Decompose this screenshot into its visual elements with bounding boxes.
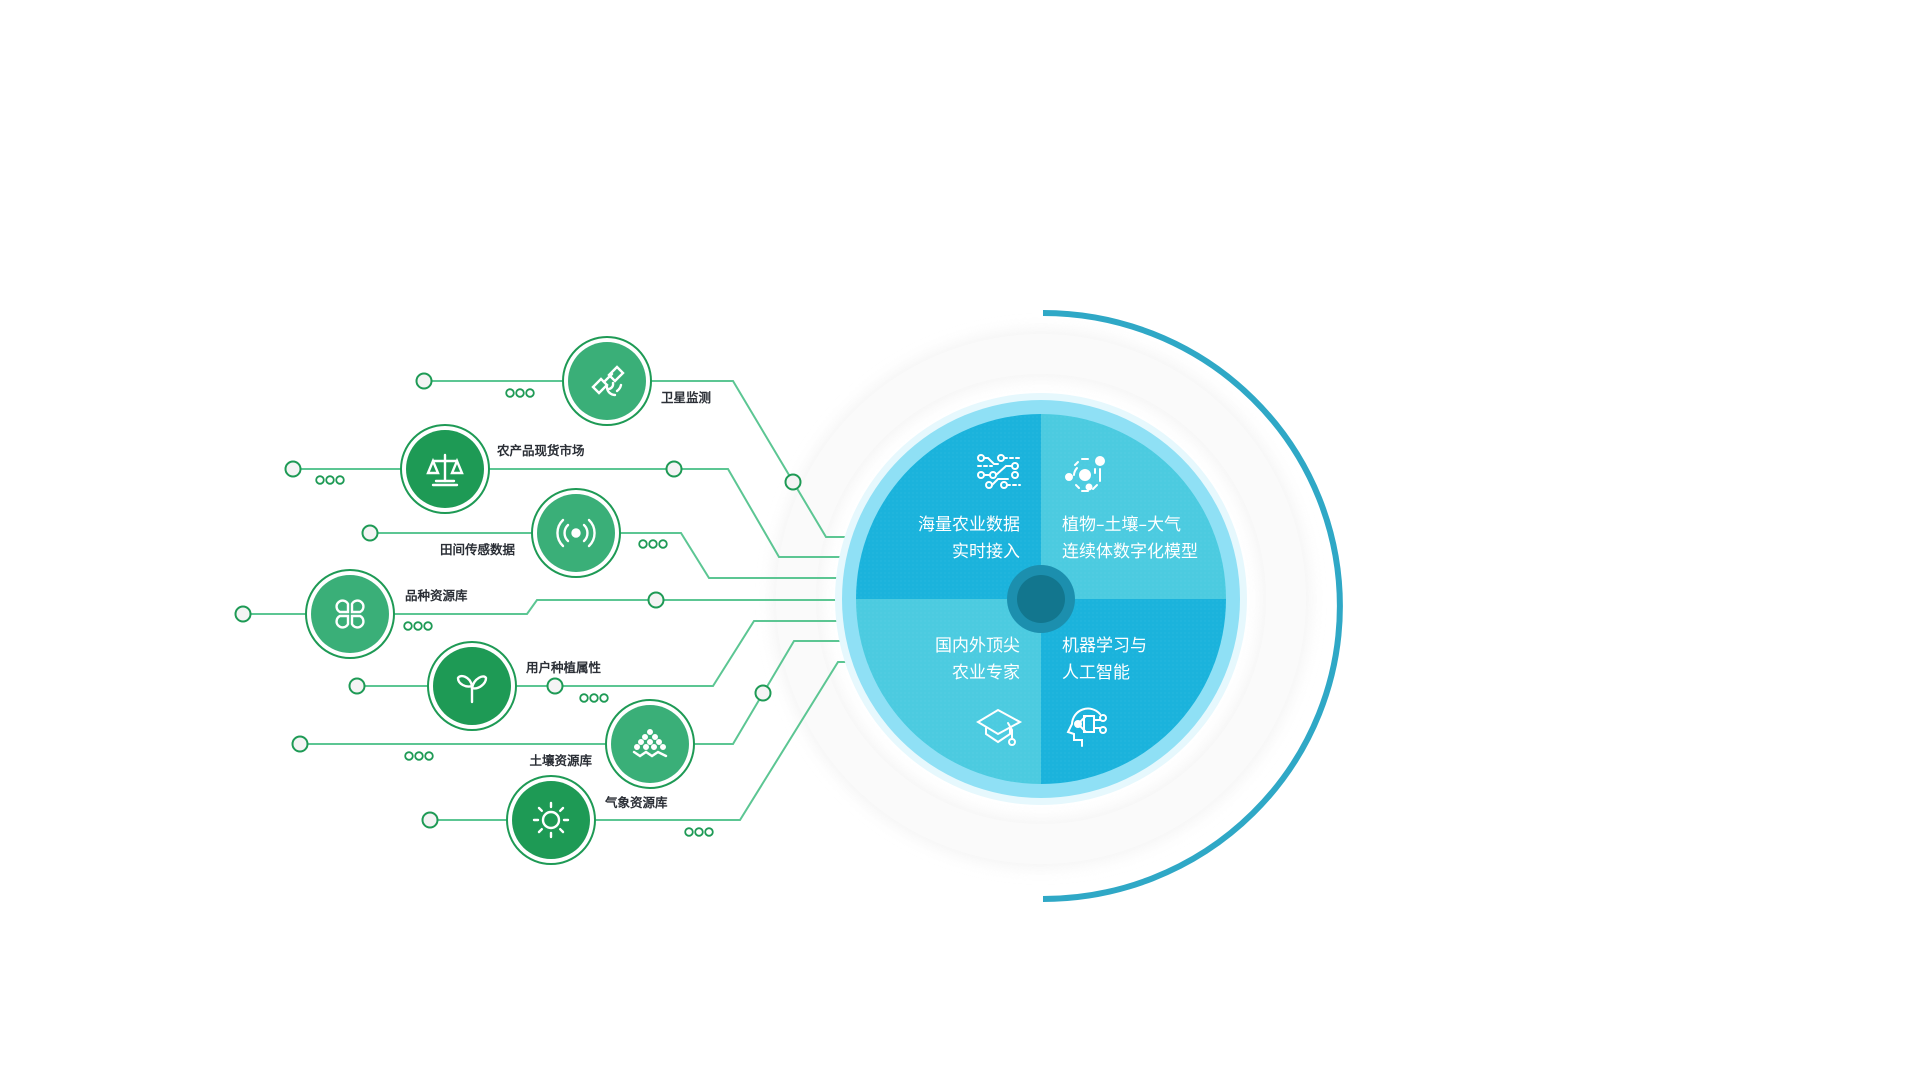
connector-node (665, 460, 683, 478)
source-label: 卫星监测 (661, 390, 711, 405)
graduation-cap-icon (976, 708, 1023, 746)
ellipsis-dot (414, 751, 424, 761)
soil-icon (632, 728, 668, 758)
ellipsis-dot (589, 693, 599, 703)
ellipsis-dot (335, 475, 345, 485)
quadrant-top-right-line2: 连续体数字化模型 (1062, 542, 1198, 562)
scale-icon (426, 453, 464, 487)
connector-node (546, 677, 564, 695)
source-node-7[interactable]: 气象资源库 (506, 775, 668, 865)
outer-arc (1042, 310, 1343, 902)
quadrant-bottom-right-line1: 机器学习与 (1062, 636, 1147, 656)
quadrant-bottom-right-line2: 人工智能 (1062, 663, 1130, 683)
source-node-1[interactable]: 卫星监测 (562, 336, 711, 426)
connector-node (647, 591, 665, 609)
ellipsis-dot (658, 539, 668, 549)
ellipsis-dot (404, 751, 414, 761)
source-label: 土壤资源库 (529, 753, 592, 768)
ellipsis-dot (684, 827, 694, 837)
source-node-6[interactable]: 土壤资源库 (529, 699, 695, 789)
ellipsis-dot (403, 621, 413, 631)
sun-icon (532, 801, 570, 839)
sprout-icon (456, 674, 488, 704)
central-disk (835, 393, 1247, 805)
quadrant-top-right-line1: 植物–土壤–大气 (1062, 514, 1181, 535)
connector-node (784, 473, 802, 491)
connector-line (357, 620, 873, 687)
ellipsis-dot (648, 539, 658, 549)
connector-node (234, 605, 252, 623)
source-node-4[interactable]: 品种资源库 (305, 569, 468, 659)
atom-model-icon (1065, 456, 1105, 492)
connector-node (291, 735, 309, 753)
ellipsis-dot (638, 539, 648, 549)
ellipsis-dot (424, 751, 434, 761)
source-label: 气象资源库 (604, 795, 668, 810)
source-label: 农产品现货市场 (496, 443, 585, 458)
ellipsis-dot (704, 827, 714, 837)
hub (1017, 575, 1065, 623)
data-circuit-icon (977, 454, 1021, 489)
connector-node (284, 460, 302, 478)
ellipsis-dot (515, 388, 525, 398)
connector-node (421, 811, 439, 829)
ellipsis-dot (694, 827, 704, 837)
quadrant-bottom-left-line2: 农业专家 (952, 663, 1020, 683)
connector-line (370, 532, 873, 579)
ai-head-icon (1066, 707, 1107, 747)
ellipsis-dot (423, 621, 433, 631)
ellipsis-dot (599, 693, 609, 703)
quadrant-bottom-left-line1: 国内外顶尖 (935, 636, 1020, 656)
ellipsis-dot (525, 388, 535, 398)
source-node-2[interactable]: 农产品现货市场 (400, 424, 585, 514)
connector-node (754, 684, 772, 702)
satellite-icon (591, 365, 625, 397)
source-label: 田间传感数据 (440, 542, 516, 557)
quadrant-texts: 海量农业数据 实时接入 植物–土壤–大气 连续体数字化模型 国内外顶尖 农业专家… (918, 514, 1198, 683)
source-node-5[interactable]: 用户种植属性 (427, 641, 602, 731)
connector-node (361, 524, 379, 542)
ellipsis-dot (505, 388, 515, 398)
ellipsis-dot (579, 693, 589, 703)
connector-node (348, 677, 366, 695)
connector-line (293, 468, 873, 558)
source-label: 品种资源库 (405, 588, 468, 603)
ellipsis-dot (325, 475, 335, 485)
source-label: 用户种植属性 (525, 660, 602, 675)
connector-node (415, 372, 433, 390)
quadrant-top-left-line1: 海量农业数据 (918, 515, 1020, 535)
ellipsis-dot (413, 621, 423, 631)
clover-icon (335, 599, 365, 629)
ellipsis-dot (315, 475, 325, 485)
quadrant-top-left-line2: 实时接入 (952, 542, 1020, 562)
signal-icon (556, 518, 596, 548)
source-node-3[interactable]: 田间传感数据 (440, 488, 621, 578)
